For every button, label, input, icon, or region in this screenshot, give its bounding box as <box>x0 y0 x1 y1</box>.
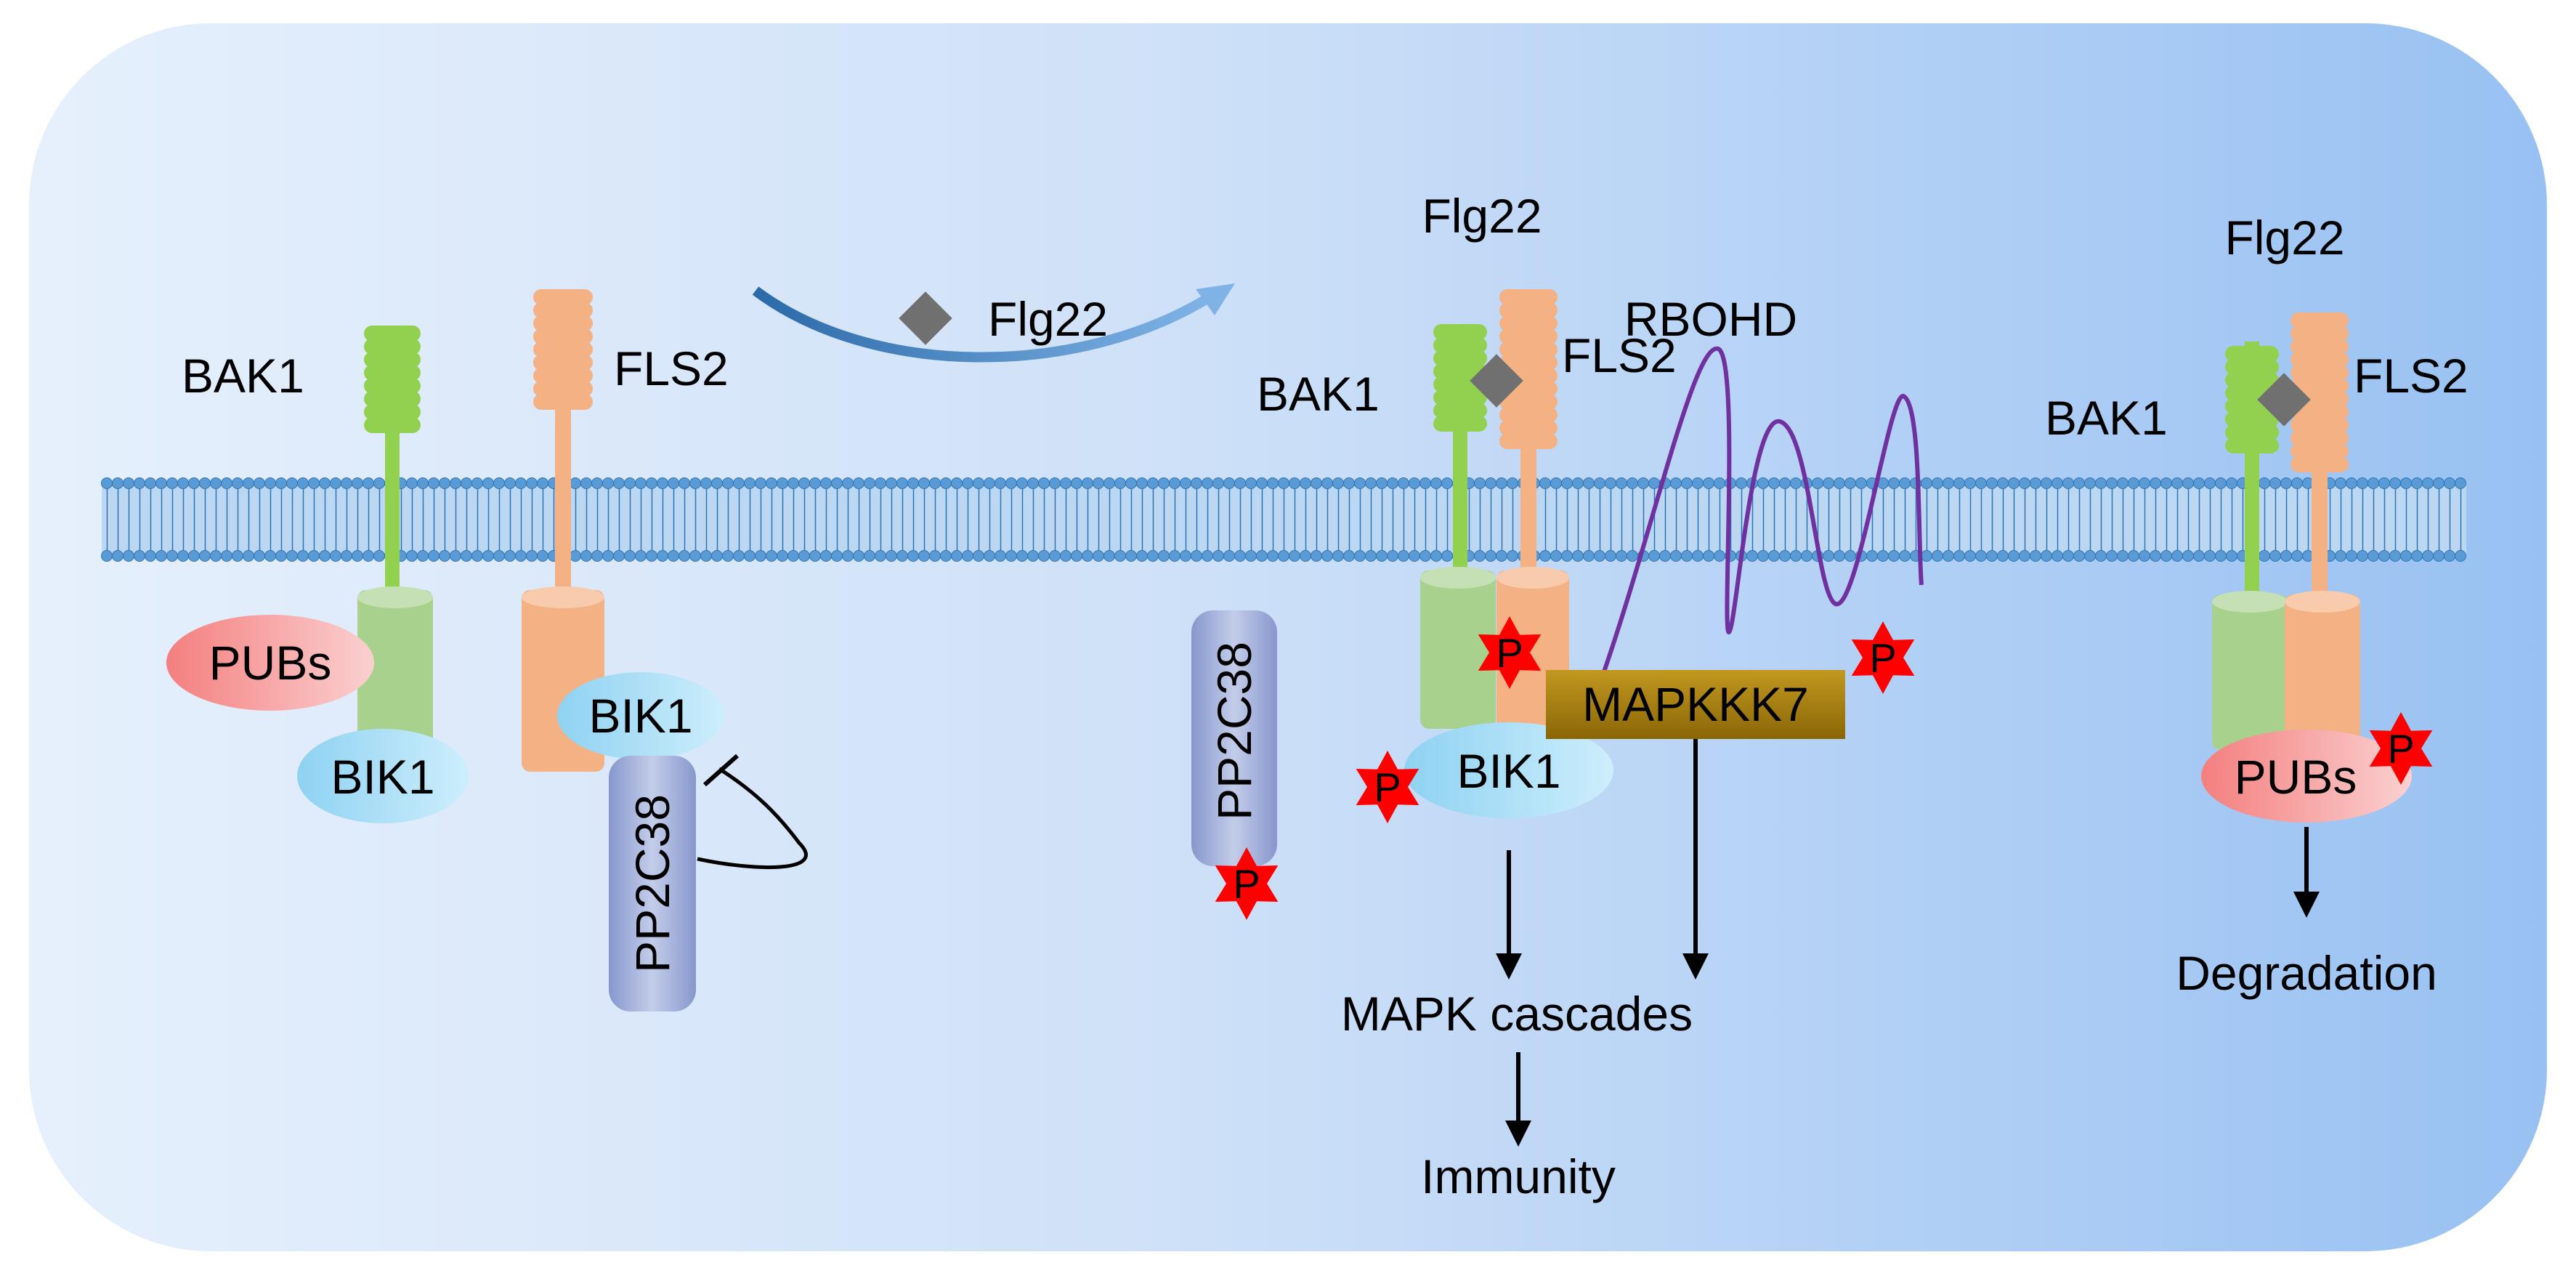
phosphorylation-star: P <box>2369 712 2433 785</box>
immunity-label: Immunity <box>1421 1150 1616 1203</box>
rbohd-transmembrane-path <box>1589 346 1924 710</box>
bak1-label-right: BAK1 <box>2045 391 2168 445</box>
resting-complex: BAK1 PUBs BIK1 FLS2 BIK1 PP2C38 <box>166 289 808 1011</box>
fls2-label-left: FLS2 <box>614 342 729 395</box>
flg22-ligand-diamond <box>899 291 952 345</box>
flg22-ligand-middle <box>1470 354 1523 408</box>
transition-arrow <box>752 286 1209 363</box>
pubs-label-right: PUBs <box>2235 750 2357 804</box>
mapkkk7-box <box>1546 670 1845 739</box>
bak1-label-left: BAK1 <box>182 349 304 403</box>
pp2c38-left <box>609 756 696 1011</box>
bak1-receptor-right <box>2212 342 2288 750</box>
rbohd-label: RBOHD <box>1624 292 1797 346</box>
bak1-receptor-middle <box>1420 324 1496 729</box>
degradation-label: Degradation <box>2176 946 2437 1000</box>
flg22-ligand-right <box>2257 373 2311 427</box>
phospho-p-label: P <box>1869 635 1896 681</box>
phosphorylation-star: P <box>1215 847 1279 920</box>
pubs-left <box>166 615 374 711</box>
bak1-receptor-left <box>357 326 433 748</box>
phospho-p-label: P <box>1233 861 1260 907</box>
pp2c38-label-middle: PP2C38 <box>1207 642 1261 820</box>
plasma-membrane <box>101 477 2466 562</box>
fls2-receptor-right <box>2285 312 2360 750</box>
phosphorylation-star: P <box>1478 616 1542 689</box>
flg22-label-transition: Flg22 <box>988 292 1108 346</box>
bak1-label-middle: BAK1 <box>1257 367 1380 421</box>
phosphorylation-star: P <box>1851 621 1915 694</box>
fls2-label-middle: FLS2 <box>1562 328 1677 382</box>
activated-complex: Flg22 BAK1 FLS2 RBOHD BIK1 MAPKKK7 P P <box>1191 189 1924 1203</box>
phospho-p-label: P <box>1496 630 1523 676</box>
flg22-transition: Flg22 <box>752 283 1235 363</box>
fls2-label-right: FLS2 <box>2354 349 2468 403</box>
pubs-right <box>2201 730 2412 823</box>
phospho-p-label: P <box>1374 764 1401 810</box>
inhibition-bar <box>703 754 739 787</box>
bik1-label-left-fls2: BIK1 <box>588 689 692 743</box>
bik1-left <box>297 729 469 823</box>
bik1-label-middle: BIK1 <box>1457 744 1560 798</box>
mapk-cascades-label: MAPK cascades <box>1341 987 1693 1041</box>
phospho-p-label: P <box>2387 726 2414 772</box>
degradation-complex: Flg22 BAK1 FLS2 PUBs P Degradation <box>2045 211 2468 1000</box>
flg22-label-right: Flg22 <box>2224 211 2344 265</box>
bik1-label-left: BIK1 <box>331 750 434 804</box>
phosphorylation-star: P <box>1356 751 1419 823</box>
inhibition-arrow <box>697 767 808 869</box>
mapkkk7-label: MAPKKK7 <box>1582 677 1809 731</box>
pp2c38-middle <box>1191 610 1277 866</box>
bik1-left-fls2 <box>557 672 724 759</box>
flg22-label-middle: Flg22 <box>1422 189 1542 243</box>
pp2c38-label-left: PP2C38 <box>625 794 679 973</box>
bik1-middle <box>1404 722 1613 818</box>
pubs-label-left: PUBs <box>209 636 332 690</box>
